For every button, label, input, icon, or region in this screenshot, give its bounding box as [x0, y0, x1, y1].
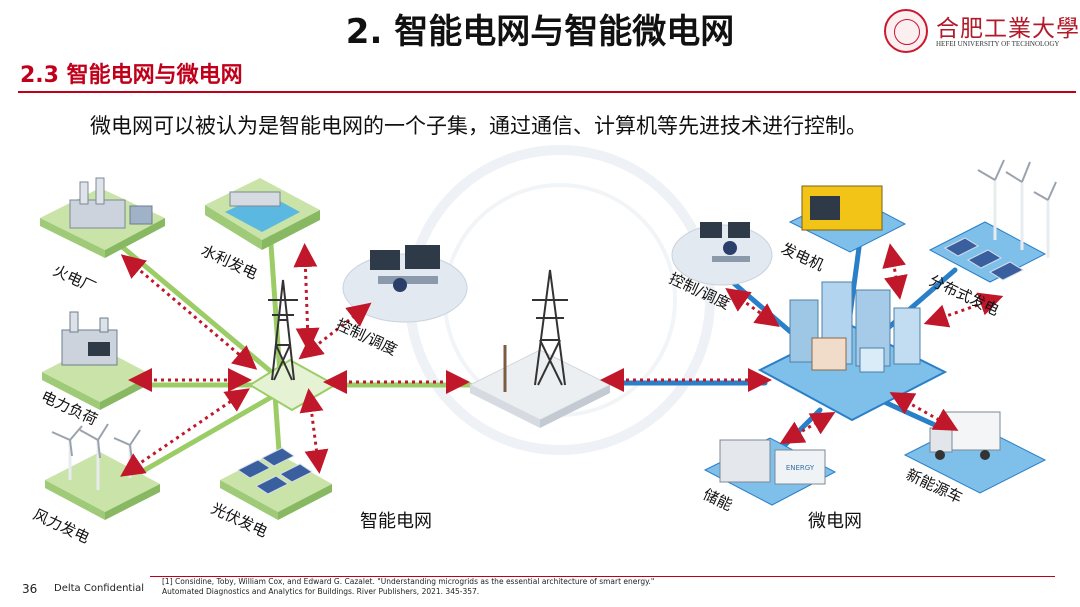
label-microgrid: 微电网 [808, 511, 862, 532]
node-substation [468, 269, 612, 428]
university-seal-icon [884, 9, 928, 53]
university-name-english: HEFEI UNIVERSITY OF TECHNOLOGY [936, 40, 1060, 48]
node-control-left [342, 245, 468, 323]
university-name: 合肥工業大學 [936, 16, 1080, 42]
label-wind: 风力发电 [30, 505, 92, 547]
section-divider [18, 91, 1076, 93]
energy-container-icon [774, 449, 826, 485]
solar-panel-icon [943, 237, 1025, 281]
battery-rack-icon [719, 439, 771, 483]
microgrid-hub [757, 281, 948, 422]
label-generator: 发电机 [778, 239, 826, 274]
confidential-note: Delta Confidential [54, 583, 145, 594]
ev-truck-icon [944, 411, 1001, 451]
transmission-tower-icon [532, 269, 568, 386]
node-distributed [928, 159, 1057, 283]
storage-sign: ENERGY [786, 464, 815, 472]
node-generator [788, 185, 907, 253]
node-control-right [671, 222, 773, 286]
intro-text: 微电网可以被认为是智能电网的一个子集，通过通信、计算机等先进技术进行控制。 [90, 114, 867, 138]
page-title: 2. 智能电网与智能微电网 [345, 12, 735, 52]
monitor-icon [405, 245, 440, 269]
label-control-left: 控制/调度 [333, 315, 400, 359]
reference-citation: [1] Considine, Toby, William Cox, and Ed… [162, 577, 655, 596]
node-storage: ENERGY [703, 437, 837, 506]
chimney-icon [79, 181, 89, 205]
city-buildings-icon [789, 281, 921, 373]
water-icon [225, 193, 300, 232]
transmission-tower-icon [268, 279, 298, 381]
page-number: 36 [22, 582, 38, 596]
node-hydro [205, 178, 320, 250]
label-thermal: 火电厂 [50, 261, 98, 296]
monitor-icon [728, 222, 750, 238]
label-storage: 储能 [700, 485, 735, 514]
monitor-icon [370, 250, 400, 270]
operator-icon [393, 278, 407, 292]
monitor-icon [700, 222, 722, 238]
operator-icon [723, 241, 737, 255]
label-hydro: 水利发电 [198, 241, 260, 283]
smart-grid-hub [248, 279, 338, 412]
chimney-icon [95, 177, 105, 205]
section-title: 2.3 智能电网与微电网 [20, 63, 243, 88]
label-smart-grid: 智能电网 [360, 511, 432, 532]
node-thermal-plant [40, 177, 165, 258]
footer-divider [150, 576, 1055, 577]
wind-turbine-icon [993, 180, 1050, 258]
communication-arrows [120, 243, 1004, 477]
university-logo: 合肥工業大學 HEFEI UNIVERSITY OF TECHNOLOGY [884, 9, 1079, 55]
node-ev [903, 411, 1047, 494]
